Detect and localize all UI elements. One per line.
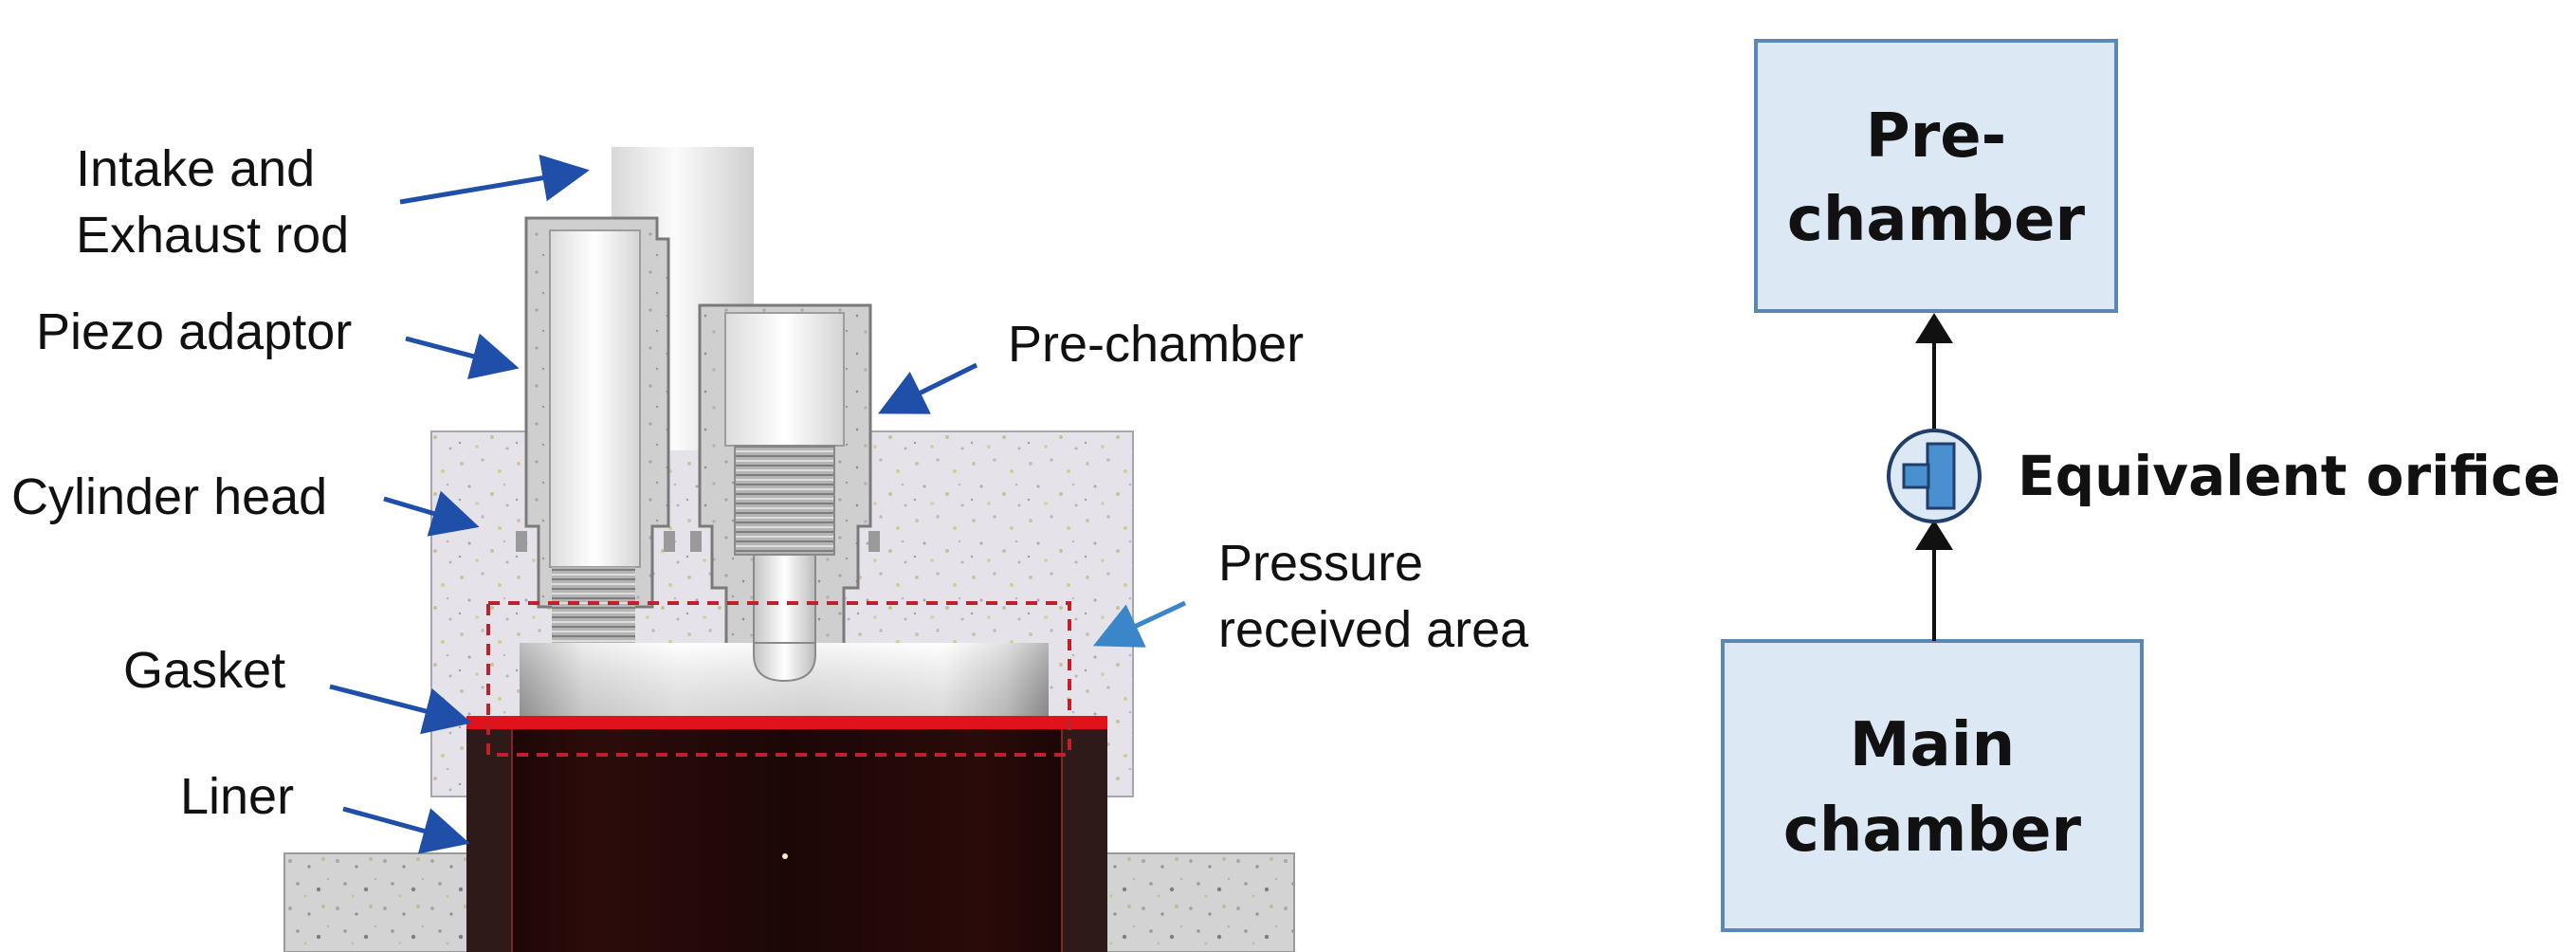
piezo-label: Piezo adaptor [36,303,352,360]
prechamber-bore [724,312,845,447]
prechamber-label: Pre-chamber [1008,316,1304,373]
prechamber-box-line2: chamber [1787,185,2086,255]
piezo-arrow [405,333,520,379]
gasket [466,716,1107,729]
pressure-area-arrow [1092,600,1187,648]
main-chamber-box [1721,639,2144,932]
cylinder-head-arrow [383,490,480,537]
prechamber-tip-lower [753,642,816,683]
pressure-label-line2: received area [1218,601,1529,658]
piezo-adaptor-bore [549,229,641,568]
gasket-label: Gasket [123,642,285,699]
cylinder-head-label: Cylinder head [11,468,327,525]
prechamber-box-line1: Pre- [1866,101,2006,172]
prechamber-arrow [878,362,978,414]
liner-arrow [342,806,470,854]
gasket-arrow [329,684,472,735]
pressure-received-area-outline [486,601,1071,757]
prechamber-box [1754,39,2118,313]
orifice-icon [1887,429,1982,523]
main-chamber-box-line1: Main [1850,710,2015,780]
equivalent-orifice-label: Equivalent orifice [2018,444,2561,508]
liner-label: Liner [180,768,294,825]
engine-cross-section: Intake and Exhaust rod Piezo adaptor Cyl… [11,140,1529,952]
intake-label-line1: Intake and [76,140,315,197]
main-chamber-box-line2: chamber [1783,796,2082,866]
intake-label-line2: Exhaust rod [76,207,349,264]
intake-arrow [399,154,590,205]
pressure-label-line1: Pressure [1218,535,1423,592]
chamber-schematic: Pre- chamber Main chamber Equivalent ori… [1721,39,2561,932]
liner [466,728,1107,952]
prechamber-thread [734,445,835,556]
